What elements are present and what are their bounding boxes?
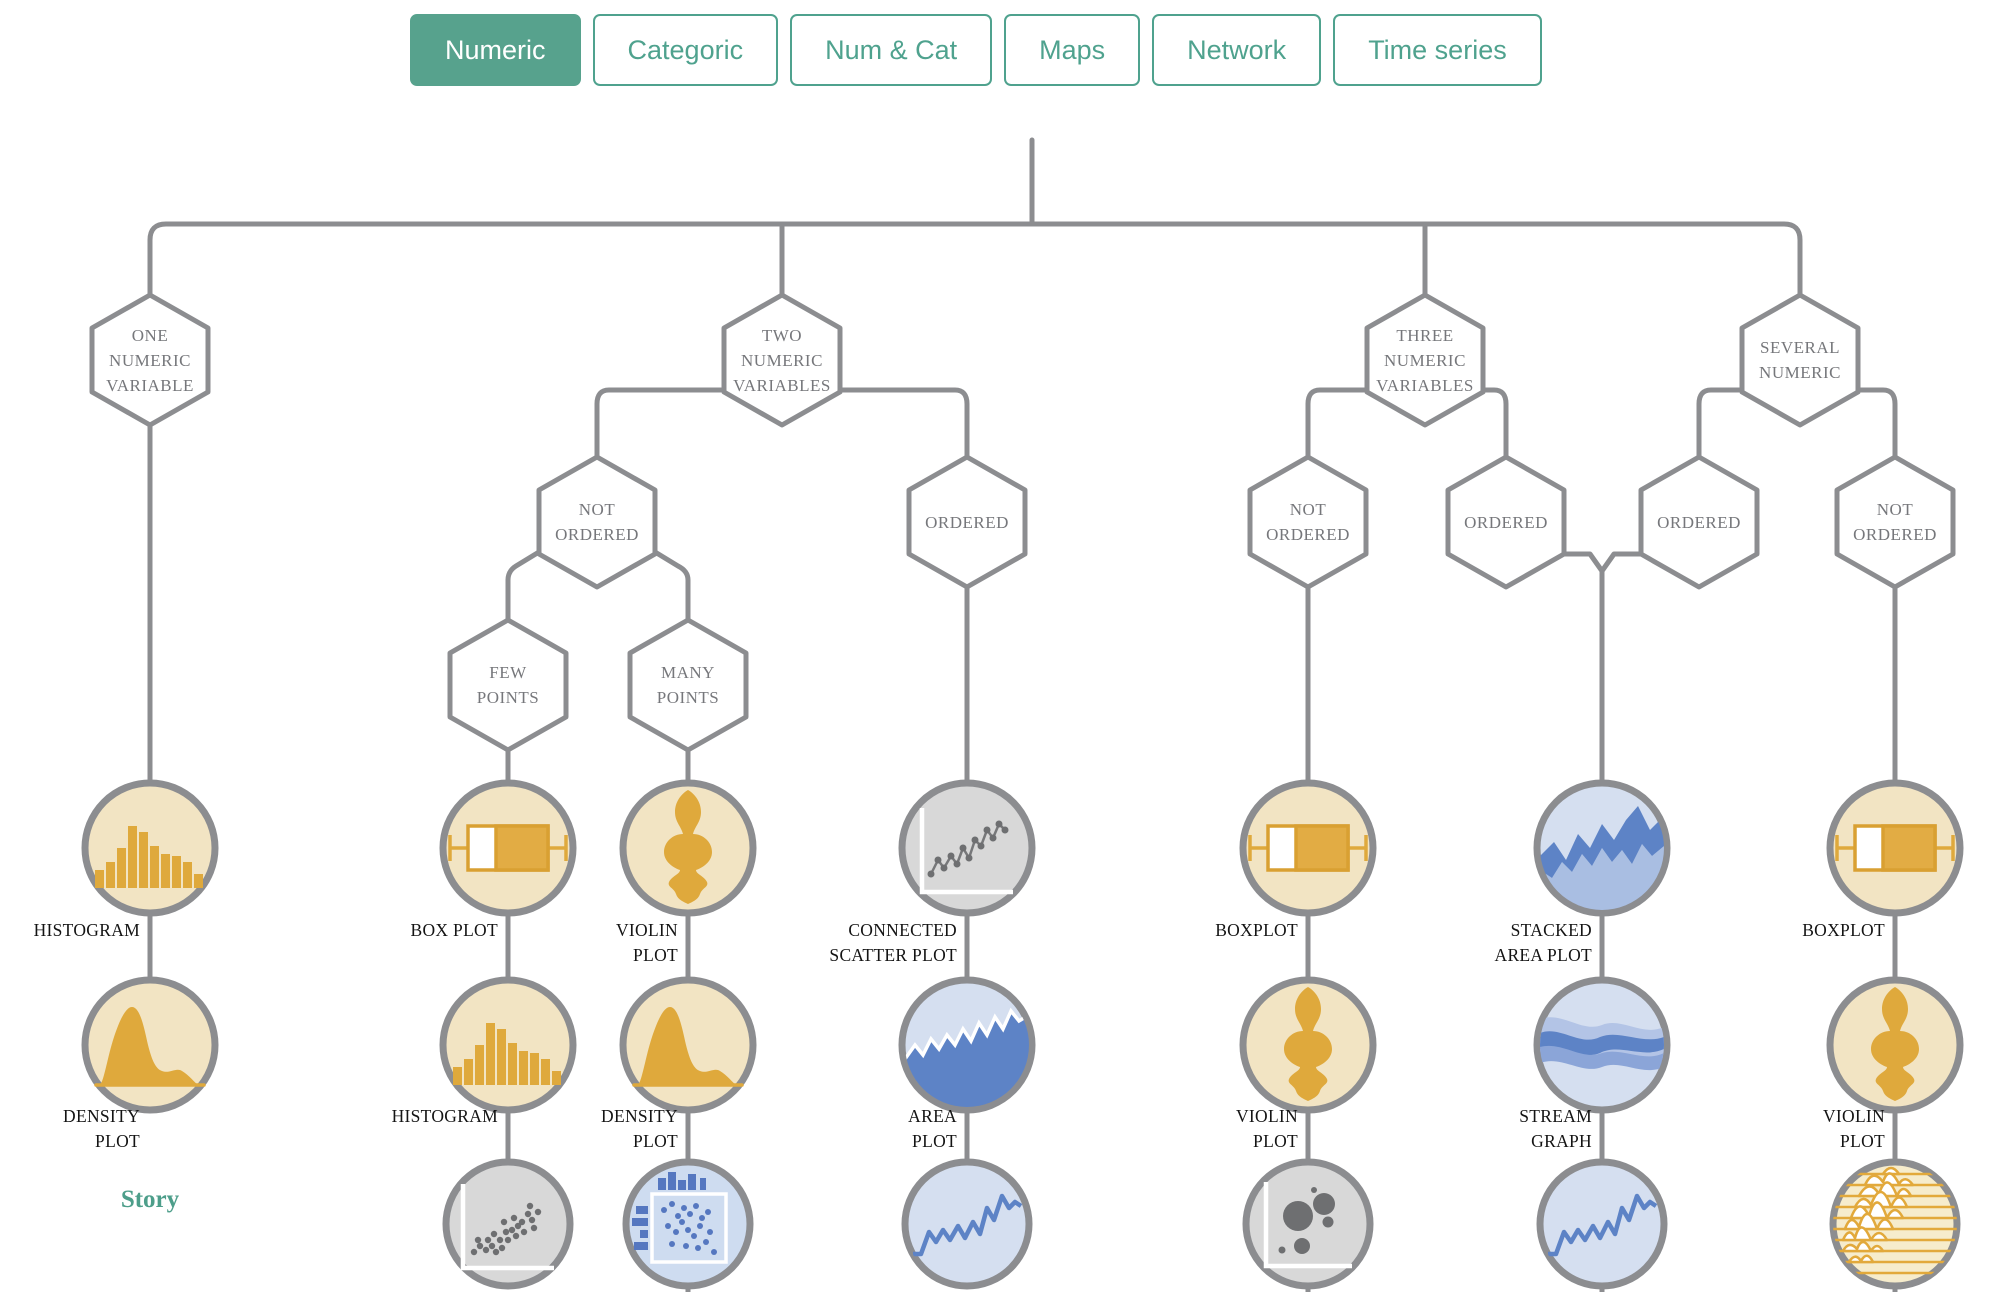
hexagon-ordered-three bbox=[1445, 454, 1567, 590]
hexagon-several-numeric bbox=[1739, 292, 1861, 428]
chart-label-density-plot-2: DENSITY PLOT bbox=[601, 1106, 678, 1151]
chart-label-boxplot-several: BOXPLOT bbox=[1802, 920, 1885, 940]
node-line-chart-2[interactable] bbox=[1536, 1158, 1668, 1290]
hex-label-not-ordered-three: NOT ORDERED bbox=[1266, 500, 1350, 544]
story-link[interactable]: Story bbox=[120, 1186, 180, 1213]
tree-connectors bbox=[147, 137, 1898, 1292]
tab-num-and-cat[interactable]: Num & Cat bbox=[790, 14, 993, 86]
decision-hexagons bbox=[89, 292, 1956, 753]
hex-label-few-points: FEW POINTS bbox=[476, 663, 540, 707]
chart-family-tabbar: Numeric Categoric Num & Cat Maps Network… bbox=[410, 14, 1542, 86]
hexagon-not-ordered-two bbox=[536, 454, 658, 590]
node-scatter-plot[interactable] bbox=[442, 1158, 574, 1290]
hex-label-ordered-two: ORDERED bbox=[925, 512, 1009, 532]
hexagon-ordered-two bbox=[906, 454, 1028, 590]
chart-label-boxplot-three: BOXPLOT bbox=[1215, 920, 1298, 940]
hex-label-many-points: MANY POINTS bbox=[656, 663, 720, 707]
chart-label-density-plot: DENSITY PLOT bbox=[63, 1106, 140, 1151]
hex-label-one-numeric-variable: ONE NUMERIC VARIABLE bbox=[106, 325, 194, 395]
node-density-plot-2[interactable] bbox=[619, 976, 757, 1114]
tab-maps[interactable]: Maps bbox=[1004, 14, 1141, 86]
hex-label-ordered-three: ORDERED bbox=[1464, 512, 1548, 532]
chart-label-box-plot: BOX PLOT bbox=[410, 920, 498, 940]
box-plot-icon bbox=[448, 824, 568, 872]
node-connected-scatter-plot[interactable] bbox=[898, 779, 1036, 917]
hex-label-several-numeric: SEVERAL NUMERIC bbox=[1759, 338, 1841, 382]
chart-label-histogram: HISTOGRAM bbox=[33, 920, 140, 940]
chart-label-violin-plot-three: VIOLIN PLOT bbox=[1235, 1106, 1298, 1151]
hexagon-one-numeric-variable bbox=[89, 292, 211, 428]
hexagon-many-points bbox=[627, 617, 749, 753]
hexagon-three-numeric-variables bbox=[1364, 292, 1486, 428]
node-line-chart[interactable] bbox=[901, 1158, 1033, 1290]
box-plot-icon bbox=[1248, 824, 1368, 872]
hex-label-three-numeric-variables: THREE NUMERIC VARIABLES bbox=[1376, 325, 1474, 395]
chart-label-stacked-area-plot: STACKED AREA PLOT bbox=[1494, 920, 1592, 965]
hexagon-not-ordered-three bbox=[1247, 454, 1369, 590]
node-density-plot[interactable] bbox=[81, 976, 219, 1114]
hexagon-ordered-several bbox=[1638, 454, 1760, 590]
tab-numeric[interactable]: Numeric bbox=[410, 14, 581, 86]
hex-label-not-ordered-two: NOT ORDERED bbox=[555, 500, 639, 544]
tab-network[interactable]: Network bbox=[1152, 14, 1322, 86]
chart-label-area-plot: AREA PLOT bbox=[908, 1106, 957, 1151]
hexagon-two-numeric-variables bbox=[721, 292, 843, 428]
hexagon-few-points bbox=[447, 617, 569, 753]
bubble-chart-icon bbox=[1263, 1182, 1352, 1269]
hexagon-not-ordered-several bbox=[1834, 454, 1956, 590]
chart-label-violin-plot: VIOLIN PLOT bbox=[615, 920, 678, 965]
hex-label-ordered-several: ORDERED bbox=[1657, 512, 1741, 532]
box-plot-icon bbox=[1835, 824, 1955, 872]
chart-label-stream-graph: STREAM GRAPH bbox=[1519, 1106, 1592, 1151]
hex-label-two-numeric-variables: TWO NUMERIC VARIABLES bbox=[733, 325, 831, 395]
tab-categoric[interactable]: Categoric bbox=[592, 14, 779, 86]
chart-label-connected-scatter-plot: CONNECTED SCATTER PLOT bbox=[829, 920, 957, 965]
tab-time-series[interactable]: Time series bbox=[1333, 14, 1542, 86]
chart-label-violin-plot-several: VIOLIN PLOT bbox=[1822, 1106, 1885, 1151]
hex-label-not-ordered-several: NOT ORDERED bbox=[1853, 500, 1937, 544]
chart-label-histogram-2: HISTOGRAM bbox=[391, 1106, 498, 1126]
